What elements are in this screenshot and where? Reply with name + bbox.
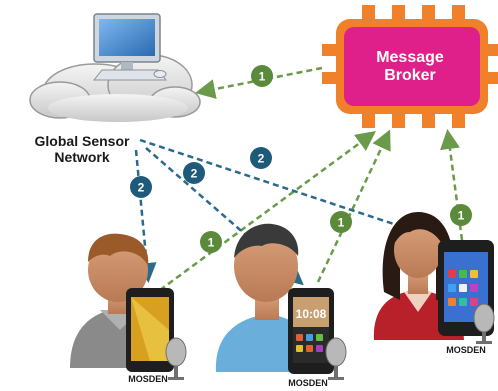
arrow-device3-to-broker	[440, 129, 464, 241]
smartphone-2: 10:08	[288, 288, 334, 374]
svg-text:1: 1	[208, 236, 215, 250]
svg-text:1: 1	[259, 70, 266, 84]
broker-label-line1: Message	[376, 49, 444, 66]
arrow-network-to-device3	[139, 138, 447, 245]
network-label-line1: Global Sensor	[34, 133, 130, 149]
svg-text:2: 2	[138, 181, 145, 195]
microphone-icon-2	[325, 337, 347, 380]
computer-icon	[92, 13, 168, 81]
message-broker	[322, 5, 498, 128]
arrow-network-to-device1	[134, 149, 157, 283]
smartphone-1	[126, 288, 174, 372]
broker-label-line2: Broker	[384, 67, 436, 85]
svg-text:2: 2	[191, 167, 198, 181]
broker-label: Message Broker	[345, 49, 475, 86]
badge-1-device1: 1	[200, 231, 222, 253]
svg-text:1: 1	[338, 216, 345, 230]
device-label-1: MOSDEN	[128, 374, 168, 384]
svg-text:1: 1	[458, 209, 465, 223]
badge-1-device2: 1	[330, 211, 352, 233]
smartphone-3	[438, 240, 494, 336]
network-label: Global Sensor Network	[22, 133, 142, 165]
badge-2-device1: 2	[130, 176, 152, 198]
device-label-2: MOSDEN	[288, 378, 328, 388]
arrow-device2-to-broker	[316, 129, 391, 283]
microphone-icon-1	[165, 337, 187, 380]
network-label-line2: Network	[54, 149, 110, 166]
svg-text:2: 2	[258, 152, 265, 166]
arrow-device1-to-broker	[159, 131, 377, 292]
phone-clock: 10:08	[296, 307, 327, 321]
badge-1-broker-network: 1	[251, 65, 273, 87]
badge-2-device3: 2	[250, 147, 272, 169]
device-label-3: MOSDEN	[446, 345, 486, 355]
microphone-icon-3	[473, 303, 495, 344]
cloud-icon	[29, 54, 201, 122]
badge-2-device2: 2	[183, 162, 205, 184]
badge-1-device3: 1	[450, 204, 472, 226]
